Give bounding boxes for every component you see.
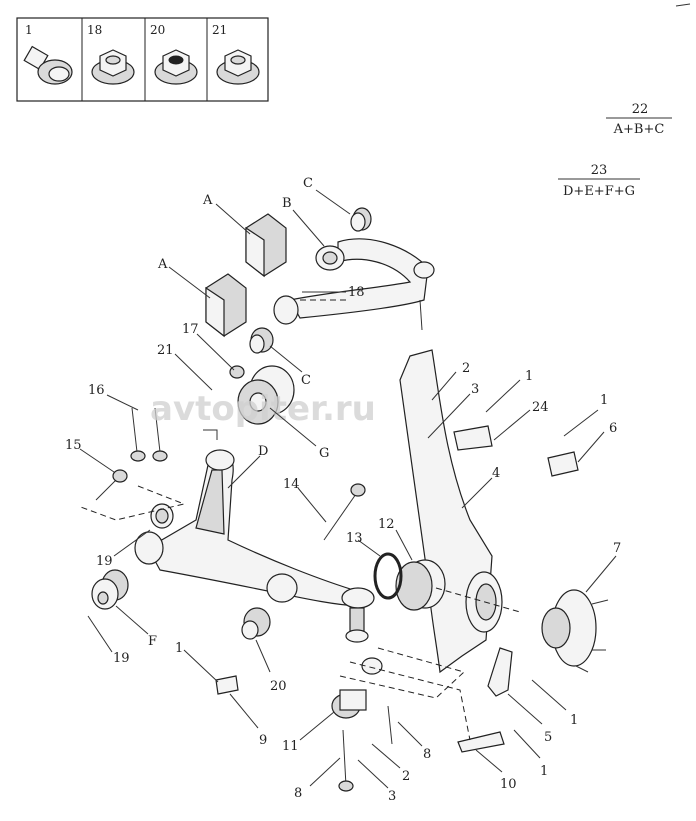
callout-g: G (319, 446, 329, 461)
callout-f: F (148, 634, 157, 649)
legend-num-21: 21 (212, 23, 227, 37)
bracket-6 (547, 451, 579, 477)
lower-control-arm (134, 449, 361, 607)
ball-joint (341, 587, 375, 643)
callout-6: 6 (609, 421, 617, 436)
flange-nut-icon (216, 49, 260, 85)
legend-num-1: 1 (25, 23, 33, 37)
bushing-c-mid (249, 327, 274, 354)
callout-1: 1 (570, 713, 578, 728)
callout-9: 9 (259, 733, 267, 748)
clip-9 (215, 675, 239, 695)
tie-rod-end (331, 657, 383, 719)
watermark: avtopiter.ru (150, 389, 376, 429)
steering-knuckle (399, 349, 503, 674)
callout-a: A (202, 193, 213, 208)
callout-24: 24 (532, 400, 549, 415)
callout-21: 21 (157, 343, 174, 358)
formula-number: 22 (632, 102, 649, 117)
assembly-dashes (77, 299, 521, 741)
callout-8: 8 (423, 747, 431, 762)
bolt-8-left (338, 729, 354, 792)
corner-mark (675, 3, 691, 7)
callout-4: 4 (492, 466, 500, 481)
legend-cell-21: 21 (212, 23, 260, 85)
bolt-15 (95, 469, 128, 501)
callout-b: B (282, 196, 292, 211)
formula-number: 23 (591, 163, 608, 178)
flange-nut-icon (91, 49, 135, 85)
callout-13: 13 (346, 531, 363, 546)
callout-14: 14 (283, 477, 300, 492)
callout-19: 19 (96, 554, 113, 569)
legend-cell-18: 18 (87, 23, 135, 85)
callouts: C B A A 18 17 C 21 16 G 2 3 1 24 1 6 D (65, 176, 621, 804)
fastener-legend: 1 18 20 21 (16, 17, 269, 102)
callout-a: A (157, 257, 168, 272)
flange-bolt-icon (23, 45, 73, 85)
callout-3: 3 (388, 789, 396, 804)
upper-control-arm (273, 238, 435, 331)
bolt-16 (130, 407, 168, 462)
callout-10: 10 (500, 777, 517, 792)
bracket-24 (453, 425, 493, 451)
bracket-a-lower (205, 273, 247, 338)
callout-3: 3 (471, 382, 479, 397)
bracket-10 (457, 731, 505, 753)
callout-1: 1 (175, 641, 183, 656)
legend-num-18: 18 (87, 23, 102, 37)
callout-12: 12 (378, 517, 395, 532)
wheel-bearing (395, 559, 446, 611)
flange-nut-icon (154, 49, 198, 85)
callout-5: 5 (544, 730, 552, 745)
formula-22: 22 A+B+C (606, 102, 672, 137)
legend-cell-1: 1 (23, 23, 73, 85)
bracket-a-upper (245, 213, 287, 278)
callout-15: 15 (65, 438, 82, 453)
callout-c: C (303, 176, 313, 191)
bracket-5 (487, 647, 513, 697)
bushing-g (237, 365, 295, 425)
callout-19: 19 (113, 651, 130, 666)
nut-20 (241, 607, 271, 640)
callout-17: 17 (182, 322, 199, 337)
callout-20: 20 (270, 679, 287, 694)
formula-23: 23 D+E+F+G (558, 163, 640, 199)
callout-8: 8 (294, 786, 302, 801)
callout-d: D (258, 444, 268, 459)
callout-1: 1 (600, 393, 608, 408)
callout-c: C (301, 373, 311, 388)
bolt-8-right (387, 705, 393, 745)
bolt-14 (323, 483, 366, 541)
callout-1: 1 (540, 764, 548, 779)
snap-ring (373, 552, 403, 600)
callout-1: 1 (525, 369, 533, 384)
wheel-hub (541, 589, 609, 673)
callout-7: 7 (613, 541, 621, 556)
legend-num-20: 20 (150, 23, 165, 37)
legend-cell-20: 20 (150, 23, 198, 85)
callout-18: 18 (348, 285, 365, 300)
callout-11: 11 (282, 739, 299, 754)
callout-16: 16 (88, 383, 105, 398)
formula-expression: A+B+C (613, 122, 665, 137)
callout-2: 2 (402, 769, 410, 784)
callout-2: 2 (462, 361, 470, 376)
bushing-c-top (350, 207, 372, 232)
bushing-f (91, 569, 129, 610)
formula-expression: D+E+F+G (563, 184, 635, 199)
